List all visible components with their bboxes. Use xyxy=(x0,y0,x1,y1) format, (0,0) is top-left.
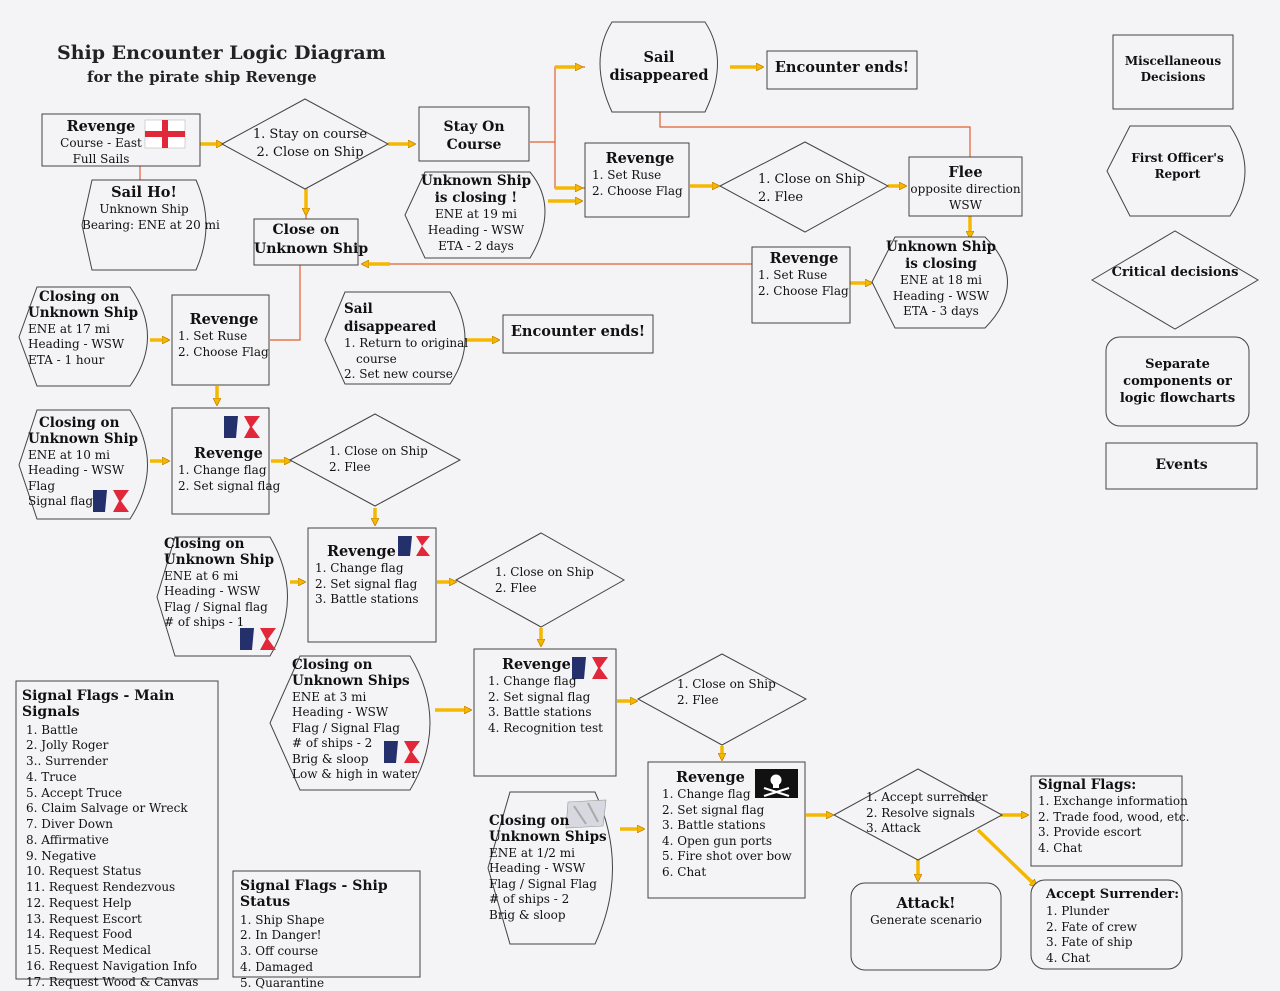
list-item: 12. Request Help xyxy=(26,895,132,910)
diagram-title: Ship Encounter Logic Diagram for the pir… xyxy=(57,42,386,86)
box-signal-status xyxy=(232,870,421,978)
display-unknown-18 xyxy=(871,236,1008,329)
title-main: Ship Encounter Logic Diagram xyxy=(57,42,386,64)
list-item: 16. Request Navigation Info xyxy=(26,958,198,973)
box-signal-flags xyxy=(1030,775,1183,867)
box-legend-events xyxy=(1105,442,1258,490)
title-sub: for the pirate ship Revenge xyxy=(87,68,317,86)
list-item: 4. Damaged xyxy=(240,959,314,974)
list-item: 7. Diver Down xyxy=(26,817,113,831)
flag-icon xyxy=(144,119,186,149)
display-closing-10 xyxy=(18,409,148,520)
rounded-attack xyxy=(850,882,1002,971)
display-legend-first-officer xyxy=(1106,125,1246,217)
signal-flag-icon xyxy=(93,416,608,763)
list-item: 6. Claim Salvage or Wreck xyxy=(26,801,188,816)
list-item: 13. Request Escort xyxy=(26,911,142,926)
flow-arrows xyxy=(150,67,1036,886)
display-sail-ho xyxy=(81,179,207,271)
box-revenge-ruse-1 xyxy=(584,142,690,218)
display-closing-17 xyxy=(18,286,148,387)
list-item: 2. In Danger! xyxy=(240,928,322,943)
diamond-close-flee-1 xyxy=(718,141,890,233)
box-revenge-flag-2 xyxy=(307,527,437,643)
list-item: 5. Quarantine xyxy=(240,975,325,990)
list-item: 10. Request Status xyxy=(26,864,142,879)
box-signal-main xyxy=(15,680,219,980)
rounded-legend-separate xyxy=(1105,336,1250,427)
diamond-close-flee-4 xyxy=(636,653,808,746)
rounded-sail-disappeared-top xyxy=(599,21,718,113)
list-item: 3. Off course xyxy=(240,944,319,958)
list-item: 11. Request Rendezvous xyxy=(26,880,176,894)
list-item: 9. Negative xyxy=(26,848,97,863)
box-close-on-unknown xyxy=(253,218,359,266)
diamond-close-flee-2 xyxy=(288,413,462,507)
list-title: Signal Flags - Main Signals xyxy=(22,688,175,720)
list-item: 2. Jolly Roger xyxy=(26,738,109,753)
diamond-final xyxy=(832,768,1004,861)
signal-status-list: Signal Flags - Ship Status 1. Ship Shape… xyxy=(240,878,418,991)
diamond-close-flee-3 xyxy=(454,532,626,628)
list-item: 5. Accept Truce xyxy=(26,785,123,800)
box-revenge-ruse-2 xyxy=(751,246,851,324)
box-revenge-ruse-3 xyxy=(171,294,270,386)
box-encounter-ends-mid xyxy=(502,314,654,354)
list-item: 8. Affirmative xyxy=(26,832,109,847)
box-stay-on-course xyxy=(418,106,530,162)
list-item: 1. Ship Shape xyxy=(240,912,325,927)
list-item: 4. Truce xyxy=(26,769,77,784)
box-legend-misc xyxy=(1112,34,1234,110)
jolly-roger-icon xyxy=(755,769,798,798)
arrow xyxy=(976,828,1036,886)
box-encounter-ends-top xyxy=(766,50,918,90)
box-revenge-flag-1 xyxy=(171,407,270,515)
list-item: 3.. Surrender xyxy=(26,754,108,768)
list-item: 14. Request Food xyxy=(26,927,133,942)
display-closing-6 xyxy=(156,536,288,657)
box-revenge-flag-3 xyxy=(473,648,617,777)
display-closing-3 xyxy=(269,655,431,791)
shapes xyxy=(15,21,1259,980)
list-item: 15. Request Medical xyxy=(26,943,151,957)
display-unknown-19 xyxy=(404,171,546,259)
display-sail-disappeared-mid xyxy=(324,291,466,385)
list-title: Signal Flags - Ship Status xyxy=(240,878,388,910)
diamond-legend-critical xyxy=(1091,230,1259,330)
box-flee xyxy=(908,156,1023,217)
list-item: 17. Request Wood & Canvas xyxy=(26,974,199,989)
diamond-decision-1 xyxy=(220,98,390,190)
white-flag-icon xyxy=(565,799,607,829)
rounded-accept-surrender xyxy=(1030,879,1183,970)
list-item: 1. Battle xyxy=(26,722,78,737)
